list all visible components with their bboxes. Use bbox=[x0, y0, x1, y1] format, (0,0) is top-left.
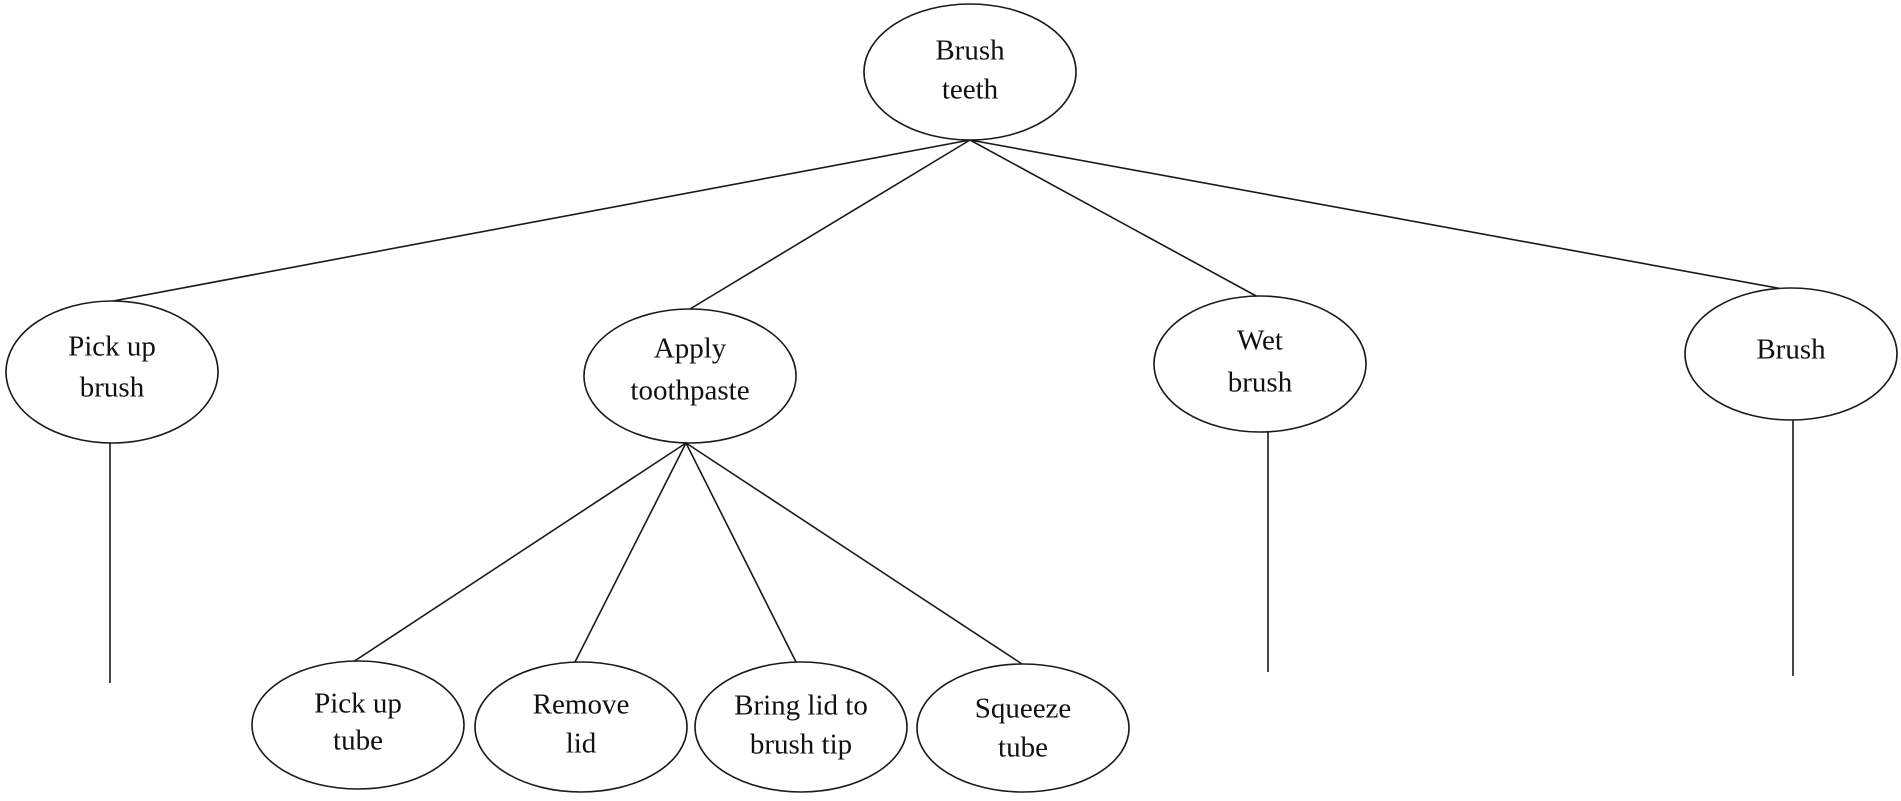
edge-apply-to-squeeze-tube bbox=[685, 442, 1023, 665]
node-label-line-1: Bring lid to bbox=[734, 690, 868, 722]
edge-apply-to-remove-lid bbox=[574, 442, 687, 663]
edge-root-to-wet-brush bbox=[969, 139, 1259, 298]
node-ellipse bbox=[1153, 295, 1367, 433]
node-label-line-1: Pick up bbox=[314, 688, 402, 720]
node-label-line-2: tube bbox=[998, 732, 1048, 764]
node-ellipse bbox=[916, 663, 1130, 793]
node-label-line-1: Apply bbox=[654, 333, 727, 365]
edge-apply-to-bring-lid bbox=[685, 442, 797, 663]
node-ellipse bbox=[863, 3, 1077, 141]
edge-root-to-pick-up-brush bbox=[107, 139, 971, 303]
edge-apply-to-pick-up-tube bbox=[349, 442, 687, 665]
node-pick-up-brush: Pick up brush bbox=[5, 300, 219, 444]
node-pick-up-tube: Pick up tube bbox=[251, 660, 465, 790]
node-squeeze-tube: Squeeze tube bbox=[916, 663, 1130, 793]
edge-root-to-apply-toothpaste bbox=[689, 139, 971, 310]
node-label-line-1: Wet bbox=[1237, 325, 1283, 357]
node-label-line-2: brush bbox=[1228, 367, 1293, 399]
node-label-line-2: lid bbox=[566, 728, 597, 760]
node-label-line-2: teeth bbox=[942, 74, 999, 106]
node-label-line-1: Squeeze bbox=[975, 693, 1072, 725]
node-wet-brush: Wet brush bbox=[1153, 295, 1367, 433]
edge-root-to-brush bbox=[969, 139, 1789, 291]
node-label-line-1: Brush bbox=[1756, 334, 1826, 366]
node-brush-teeth: Brush teeth bbox=[863, 3, 1077, 141]
node-label-line-1: Pick up bbox=[68, 331, 156, 363]
node-label-line-2: tube bbox=[333, 725, 383, 757]
node-brush: Brush bbox=[1684, 287, 1898, 421]
node-apply-toothpaste: Apply toothpaste bbox=[583, 308, 797, 444]
node-ellipse bbox=[583, 308, 797, 444]
connector-lines bbox=[107, 139, 1794, 683]
node-ellipse bbox=[251, 660, 465, 790]
node-ellipse bbox=[694, 661, 908, 793]
node-label-line-2: brush tip bbox=[750, 729, 852, 761]
node-ellipse bbox=[5, 300, 219, 444]
node-ellipse bbox=[474, 661, 688, 793]
node-label-line-1: Brush bbox=[935, 35, 1005, 67]
node-bring-lid-to-brush-tip: Bring lid to brush tip bbox=[694, 661, 908, 793]
node-remove-lid: Remove lid bbox=[474, 661, 688, 793]
node-label-line-1: Remove bbox=[533, 689, 630, 721]
node-label-line-2: toothpaste bbox=[630, 375, 749, 407]
node-ellipse bbox=[1684, 287, 1898, 421]
node-label-line-2: brush bbox=[80, 372, 145, 404]
